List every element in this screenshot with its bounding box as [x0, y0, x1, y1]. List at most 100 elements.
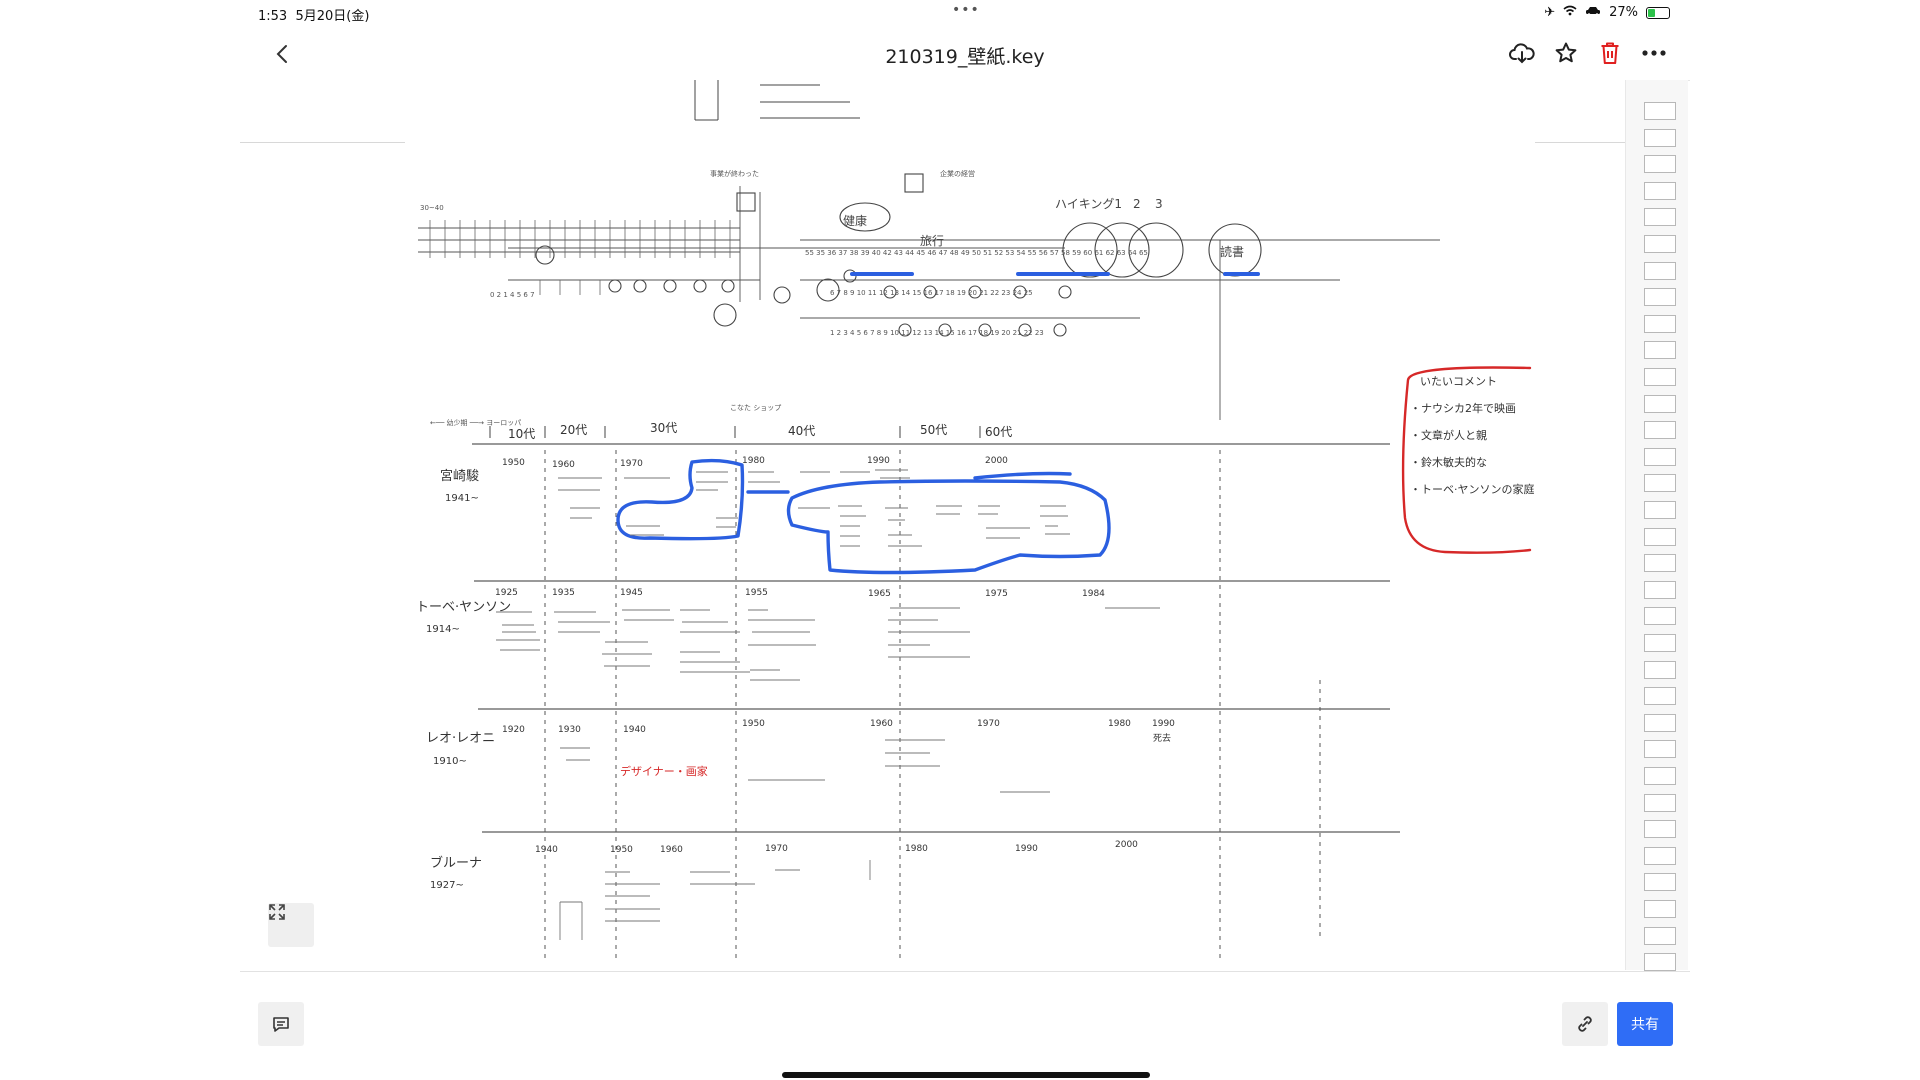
multitasking-dots-icon[interactable]: •••: [952, 2, 980, 18]
slide-thumbnail[interactable]: [1644, 580, 1676, 599]
svg-text:2: 2: [1133, 197, 1141, 211]
more-options-button[interactable]: [1640, 39, 1668, 67]
document-header: 210319_壁紙.key: [240, 28, 1690, 81]
svg-text:1960: 1960: [552, 460, 575, 470]
slide-thumbnail[interactable]: [1644, 846, 1676, 865]
upper-circles: [535, 173, 1262, 337]
comment-box: いたいコメント ・ナウシカ2年で映画 ・文章が人と親 ・鈴木敏夫的な ・トーベ·…: [1401, 366, 1535, 554]
svg-text:3: 3: [1155, 197, 1163, 211]
favorite-button[interactable]: [1552, 39, 1580, 67]
svg-text:55 35 36 37 38 39 40 42 43 44: 55 35 36 37 38 39 40 42 43 44 45 46 47 4…: [805, 249, 1148, 257]
svg-text:健康: 健康: [843, 213, 867, 228]
slide-thumbnail[interactable]: [1644, 900, 1676, 918]
slide-thumbnail[interactable]: [1644, 341, 1676, 360]
svg-text:・ナウシカ2年で映画: ・ナウシカ2年で映画: [1410, 401, 1516, 415]
top-scribble-block: [694, 80, 860, 121]
link-icon: [1578, 1016, 1592, 1032]
slide-thumbnail[interactable]: [1644, 767, 1676, 785]
svg-text:1970: 1970: [765, 844, 788, 854]
slide-thumbnail[interactable]: [1644, 368, 1676, 386]
person-names: 宮崎駿 1941~ トーベ·ヤンソン 1914~ レオ·レオニ 1910~ ブル…: [416, 468, 511, 891]
bottom-divider: [240, 971, 1690, 972]
slide-thumbnail[interactable]: [1644, 820, 1676, 839]
slide-thumbnail[interactable]: [1644, 926, 1676, 945]
slide-thumbnail[interactable]: [1644, 261, 1676, 280]
slide-separator: [240, 142, 405, 143]
decade-scale: 10代 20代 30代 40代 50代 60代: [489, 421, 1012, 441]
svg-text:60代: 60代: [985, 425, 1012, 439]
red-note: デザイナー・画家: [620, 764, 708, 778]
svg-text:1970: 1970: [977, 719, 1000, 729]
battery-icon: [1646, 6, 1670, 19]
svg-text:1 2 3 4 5 6 7 8 9 10: 1 2 3 4 5 6 7 8 9 10 11 12 13 14 15 16 1…: [830, 329, 1044, 337]
svg-text:30~40: 30~40: [420, 204, 444, 212]
slide-thumbnail[interactable]: [1644, 421, 1676, 440]
share-button[interactable]: 共有: [1617, 1002, 1673, 1046]
slide-thumbnail[interactable]: [1644, 474, 1676, 493]
slide-thumbnail[interactable]: [1644, 314, 1676, 333]
svg-text:1965: 1965: [868, 589, 891, 599]
svg-text:1940: 1940: [623, 725, 646, 735]
svg-text:2000: 2000: [1115, 840, 1138, 850]
svg-text:1930: 1930: [558, 725, 581, 735]
svg-text:・トーベ·ヤンソンの家庭: ・トーベ·ヤンソンの家庭: [1410, 482, 1535, 496]
slide-thumbnail[interactable]: [1644, 208, 1676, 227]
svg-text:・鈴木敏夫的な: ・鈴木敏夫的な: [1410, 455, 1487, 469]
slide-thumbnail[interactable]: [1644, 235, 1676, 253]
svg-text:1935: 1935: [552, 588, 575, 598]
svg-text:いたいコメント: いたいコメント: [1420, 375, 1497, 388]
back-button[interactable]: [268, 40, 296, 68]
slide-thumbnail[interactable]: [1644, 953, 1676, 972]
slide-thumbnail-strip[interactable]: [1625, 80, 1688, 972]
svg-text:6 7 8 9 10 11 12 13 14: 6 7 8 9 10 11 12 13 14 15 16 17 18 19 20…: [830, 289, 1033, 297]
svg-text:2000: 2000: [985, 456, 1008, 466]
slide-thumbnail[interactable]: [1644, 527, 1676, 546]
slide-thumbnail[interactable]: [1644, 634, 1676, 652]
battery-percent: 27%: [1609, 5, 1638, 20]
slide-canvas[interactable]: 30~40 事業が終わった 企業の経営 0 2 1 4 5 6 7 55 35 …: [240, 80, 1625, 958]
svg-text:1920: 1920: [502, 725, 525, 735]
slide-thumbnail[interactable]: [1644, 128, 1676, 147]
status-time: 1:53 5月20日(金): [258, 9, 370, 24]
expand-icon: [269, 904, 285, 920]
delete-button[interactable]: [1596, 39, 1624, 67]
svg-text:1950: 1950: [502, 458, 525, 468]
star-icon: [1555, 42, 1577, 63]
svg-text:1984: 1984: [1082, 589, 1105, 599]
home-indicator[interactable]: [782, 1072, 1150, 1078]
slide-thumbnail[interactable]: [1644, 687, 1676, 706]
fullscreen-button[interactable]: [268, 903, 314, 947]
chevron-left-icon: [276, 45, 287, 63]
slide-thumbnail[interactable]: [1644, 501, 1676, 519]
svg-text:1927~: 1927~: [430, 880, 464, 891]
svg-text:・文章が人と親: ・文章が人と親: [1410, 428, 1487, 442]
slide-thumbnail[interactable]: [1644, 660, 1676, 679]
slide-thumbnail[interactable]: [1644, 793, 1676, 812]
slide-thumbnail[interactable]: [1644, 102, 1676, 120]
svg-text:1980: 1980: [905, 844, 928, 854]
slide-thumbnail[interactable]: [1644, 155, 1676, 174]
blue-highlight-outlines: [616, 458, 1111, 575]
svg-text:企業の経営: 企業の経営: [940, 169, 975, 178]
svg-text:1960: 1960: [870, 719, 893, 729]
copy-link-button[interactable]: [1562, 1002, 1608, 1046]
decade-dashed-lines: [544, 450, 1321, 958]
slide-thumbnail[interactable]: [1644, 447, 1676, 466]
slide-thumbnail[interactable]: [1644, 394, 1676, 413]
svg-text:1990: 1990: [1015, 844, 1038, 854]
upper-scribble-timeline: [418, 186, 1440, 420]
slide-thumbnail[interactable]: [1644, 607, 1676, 626]
slide-thumbnail[interactable]: [1644, 713, 1676, 732]
upper-scribble-texts: 30~40 事業が終わった 企業の経営 0 2 1 4 5 6 7 55 35 …: [420, 169, 1148, 427]
person-years: 1950 1960 1970 1980 1990 2000 1925 1935 …: [495, 456, 1175, 855]
slide-thumbnail[interactable]: [1644, 740, 1676, 759]
comment-button[interactable]: [258, 1002, 304, 1046]
svg-text:1990: 1990: [1152, 719, 1175, 729]
slide-thumbnail[interactable]: [1644, 873, 1676, 892]
slide-thumbnail[interactable]: [1644, 181, 1676, 200]
slide-thumbnail[interactable]: [1644, 554, 1676, 573]
svg-text:1980: 1980: [742, 456, 765, 466]
slide-thumbnail[interactable]: [1644, 288, 1676, 307]
upper-handwritten-labels: 健康 旅行 ハイキング1 2 3 読書: [843, 197, 1244, 259]
download-button[interactable]: [1508, 39, 1536, 67]
